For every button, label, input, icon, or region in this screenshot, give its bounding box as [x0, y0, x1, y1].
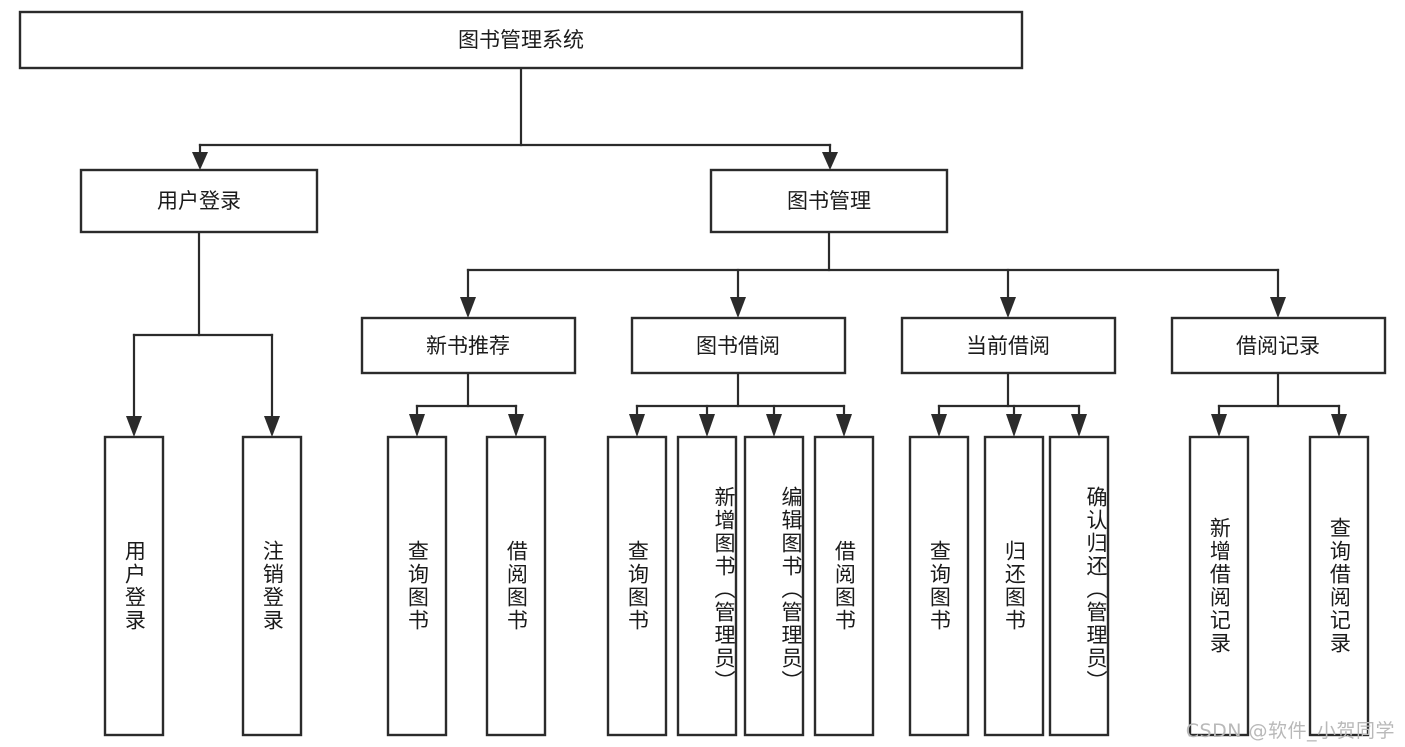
node-user-login-box[interactable]	[79, 168, 319, 234]
leaf-box-query-book-3[interactable]	[908, 435, 970, 737]
arrowhead-leaf-borrow-book-1	[508, 414, 524, 437]
arrowhead-leaf-return-book	[1006, 414, 1022, 437]
arrowhead-leaf-query-book-3	[931, 414, 947, 437]
leaf-box-query-record[interactable]	[1308, 435, 1370, 737]
node-book-manage-label: 图书管理	[787, 189, 871, 213]
arrowhead-leaf-user-login	[126, 416, 142, 437]
node-book-manage[interactable]: 图书管理	[709, 168, 949, 234]
arrowhead-leaf-confirm-return	[1071, 414, 1087, 437]
node-book-manage-box[interactable]	[709, 168, 949, 234]
leaf-node-group	[103, 435, 1370, 737]
arrowhead-leaf-logout	[264, 416, 280, 437]
node-new-book-rec[interactable]: 新书推荐	[360, 316, 577, 375]
node-user-login-label: 用户登录	[157, 189, 241, 213]
arrowhead-leaf-query-book-2	[629, 414, 645, 437]
arrowhead-to-new-book-rec	[460, 297, 476, 318]
arrowhead-leaf-query-book-1	[409, 414, 425, 437]
node-borrow-record-box[interactable]	[1170, 316, 1387, 375]
csdn-watermark: CSDN @软件_小贺同学	[1185, 720, 1395, 742]
arrowhead-leaf-add-book	[699, 414, 715, 437]
node-root[interactable]: 图书管理系统	[18, 10, 1024, 70]
node-borrow-record-label: 借阅记录	[1236, 334, 1320, 358]
node-book-borrow[interactable]: 图书借阅	[630, 316, 847, 375]
arrowhead-to-borrow-record	[1270, 297, 1286, 318]
node-root-label: 图书管理系统	[458, 28, 584, 52]
arrowhead-to-current-borrow	[1000, 297, 1016, 318]
leaf-box-add-record[interactable]	[1188, 435, 1250, 737]
arrowhead-to-user-login	[192, 152, 208, 170]
node-current-borrow[interactable]: 当前借阅	[900, 316, 1117, 375]
node-new-book-rec-label: 新书推荐	[426, 334, 510, 358]
arrowhead-leaf-add-record	[1211, 414, 1227, 437]
node-book-borrow-label: 图书借阅	[696, 334, 780, 358]
node-user-login[interactable]: 用户登录	[79, 168, 319, 234]
leaf-box-edit-book[interactable]	[743, 435, 805, 737]
leaf-box-confirm-return[interactable]	[1048, 435, 1110, 737]
node-root-box[interactable]	[18, 10, 1024, 70]
connector-group	[126, 66, 1347, 437]
node-current-borrow-box[interactable]	[900, 316, 1117, 375]
leaf-box-borrow-book-2[interactable]	[813, 435, 875, 737]
node-current-borrow-label: 当前借阅	[966, 334, 1050, 358]
arrowhead-to-book-borrow	[730, 297, 746, 318]
arrowhead-leaf-edit-book	[766, 414, 782, 437]
leaf-box-return-book[interactable]	[983, 435, 1045, 737]
node-new-book-rec-box[interactable]	[360, 316, 577, 375]
leaf-box-borrow-book-1[interactable]	[485, 435, 547, 737]
arrowhead-leaf-borrow-book-2	[836, 414, 852, 437]
node-borrow-record[interactable]: 借阅记录	[1170, 316, 1387, 375]
leaf-box-query-book-1[interactable]	[386, 435, 448, 737]
arrowhead-to-book-manage	[822, 152, 838, 170]
leaf-box-user-login[interactable]	[103, 435, 165, 737]
node-book-borrow-box[interactable]	[630, 316, 847, 375]
leaf-box-query-book-2[interactable]	[606, 435, 668, 737]
leaf-box-logout[interactable]	[241, 435, 303, 737]
leaf-box-add-book[interactable]	[676, 435, 738, 737]
arrowhead-leaf-query-record	[1331, 414, 1347, 437]
